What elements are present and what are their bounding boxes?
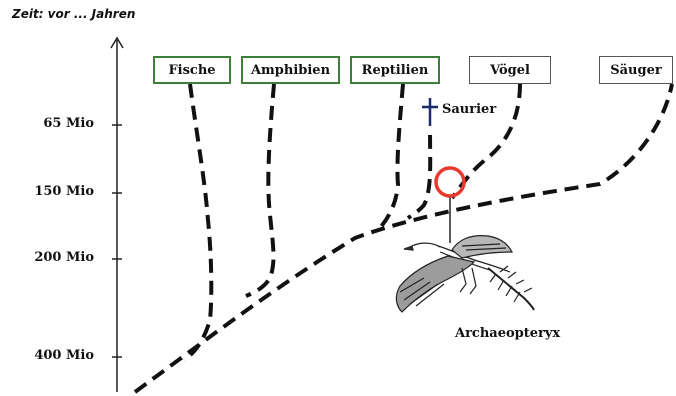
branch-amphibien	[246, 84, 274, 296]
branch-reptilien	[376, 84, 403, 232]
extinct-dagger-icon	[422, 98, 438, 126]
archaeopteryx-label: Archaeopteryx	[455, 326, 560, 341]
group-box-reptilien: Reptilien	[350, 56, 440, 84]
axis-title: Zeit: vor ... Jahren	[12, 7, 135, 21]
archaeopteryx-marker-icon	[436, 168, 464, 196]
branch-fische	[184, 84, 211, 360]
tick-label-200: 200 Mio	[14, 250, 94, 265]
tick-label-150: 150 Mio	[14, 184, 94, 199]
group-box-voegel: Vögel	[469, 56, 551, 84]
group-box-saeuger: Säuger	[599, 56, 673, 84]
branch-saurier	[408, 135, 430, 218]
tick-label-65: 65 Mio	[14, 116, 94, 131]
tick-label-400: 400 Mio	[14, 348, 94, 363]
trunk-line	[135, 84, 672, 392]
group-box-fische: Fische	[153, 56, 231, 84]
group-box-amphibien: Amphibien	[241, 56, 340, 84]
saurier-label: Saurier	[442, 102, 496, 117]
archaeopteryx-bird-icon	[396, 236, 534, 312]
